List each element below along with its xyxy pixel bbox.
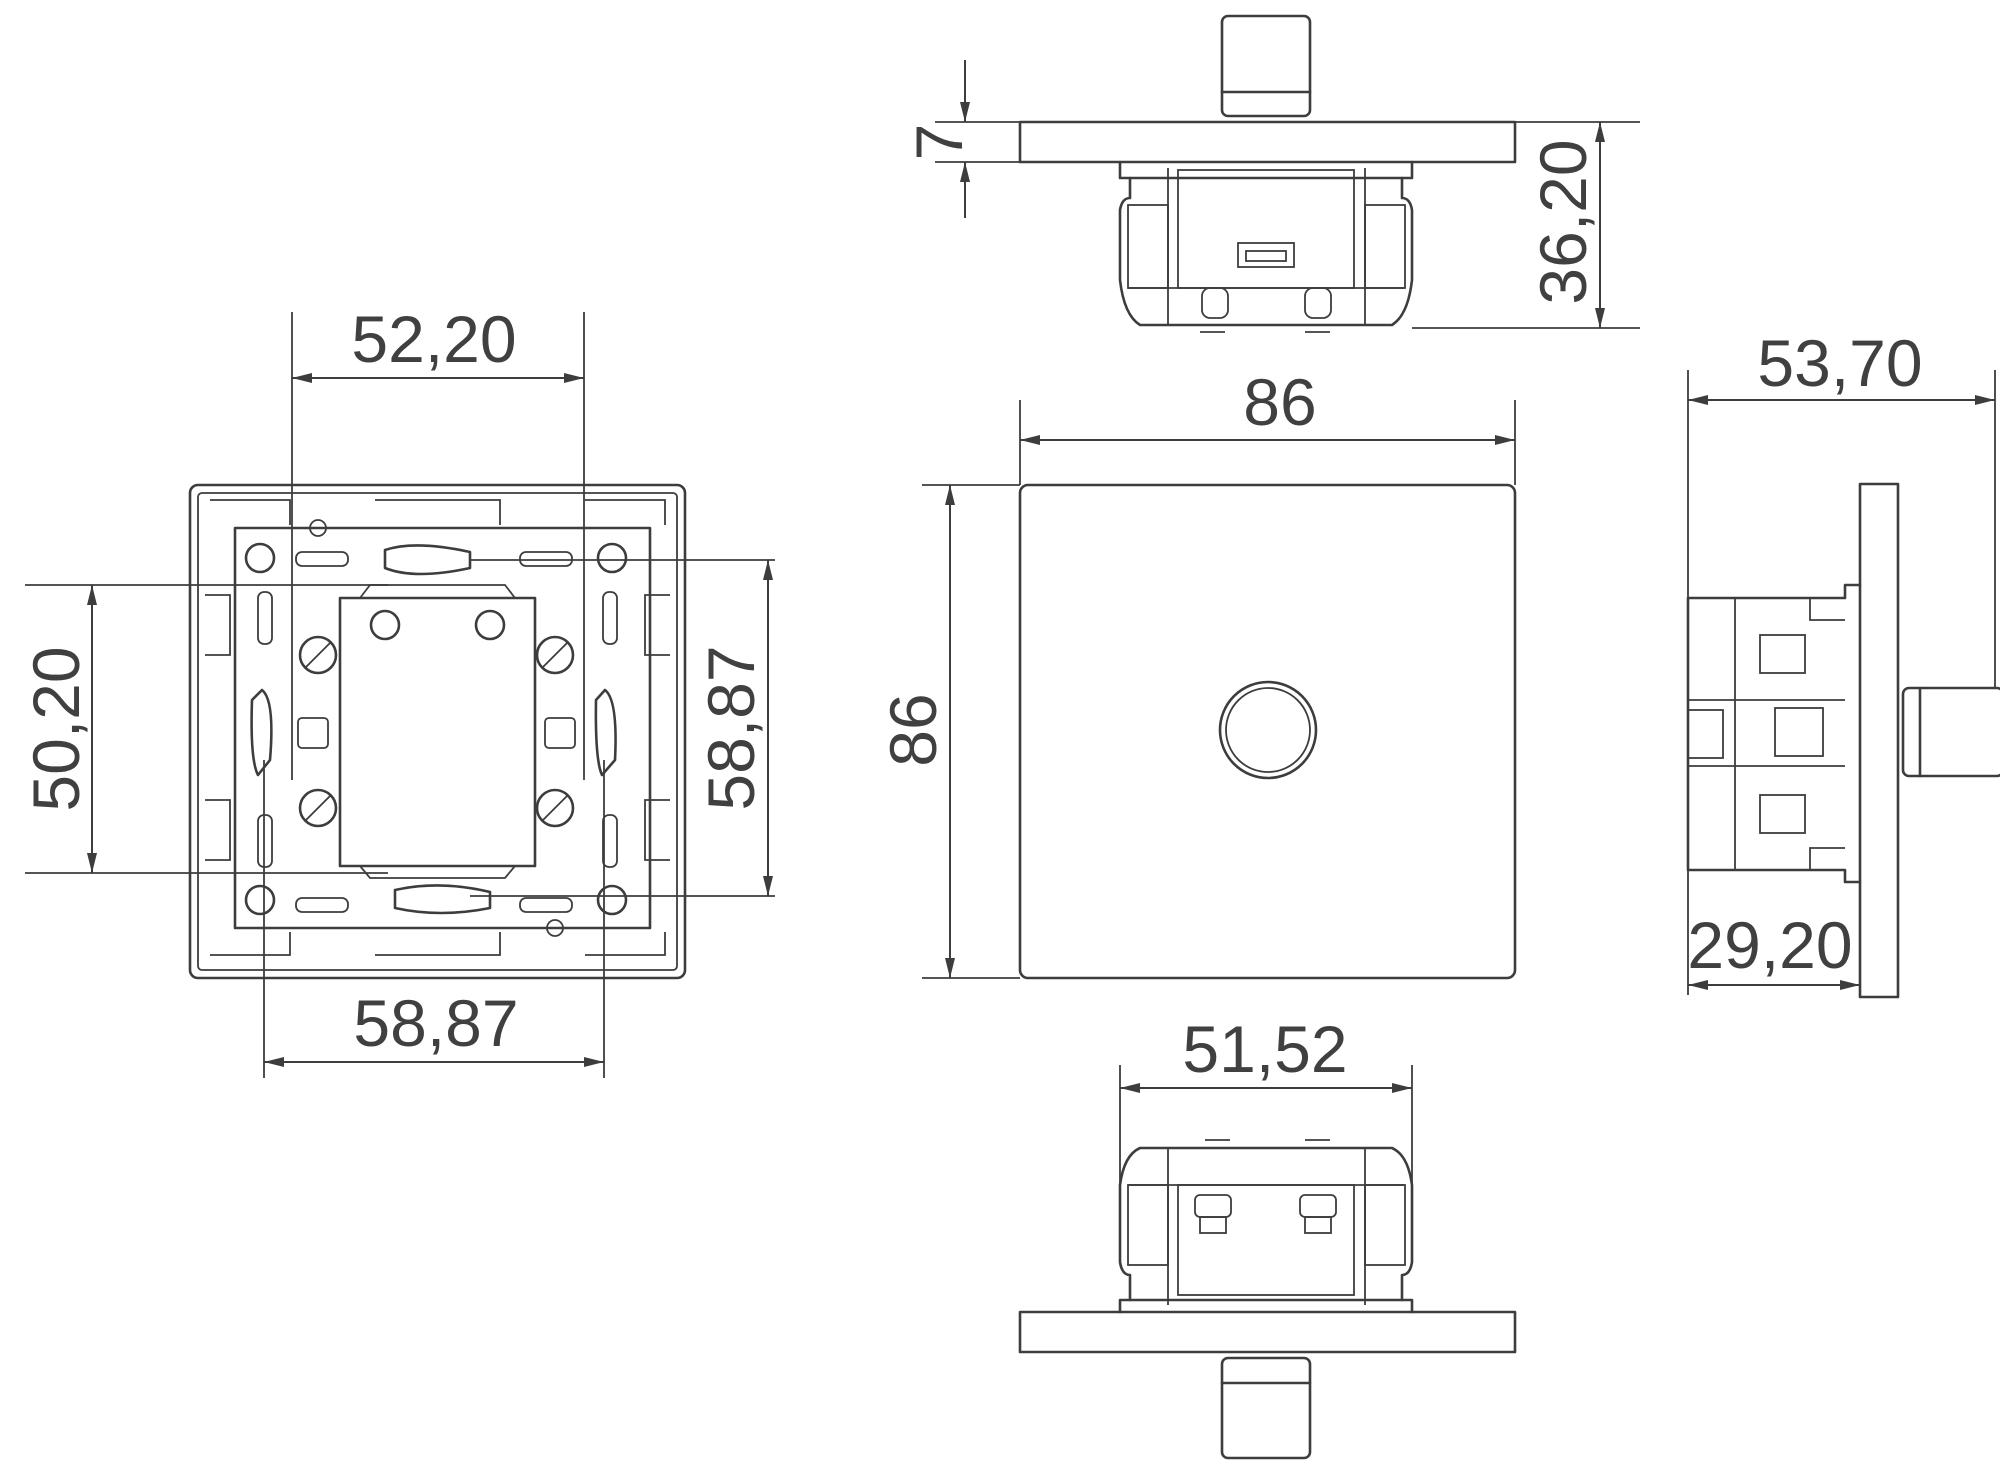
dim-front-width: 86: [1019, 365, 1516, 485]
dim-bottom-body-width-label: 51,52: [1182, 1012, 1347, 1086]
dim-bottom-body-width: 51,52: [1119, 1012, 1413, 1262]
dim-rear-fixing-height: 50,20: [19, 584, 388, 874]
fixing-hole-icon: [244, 884, 276, 916]
terminal-screw-icon: [535, 788, 575, 828]
dim-top-depth-label: 36,20: [1526, 139, 1600, 304]
terminal-screw-icon: [535, 635, 575, 675]
dim-rear-fixing-width: 52,20: [291, 302, 585, 780]
bottom-view: [1018, 1139, 1517, 1460]
fixing-hole-icon: [244, 542, 276, 574]
terminal-screw-icon: [298, 635, 338, 675]
top-view: [1018, 14, 1517, 333]
dim-front-width-label: 86: [1243, 365, 1316, 439]
dim-top-thickness-label: 7: [902, 124, 976, 161]
dim-side-body-label: 29,20: [1687, 908, 1852, 982]
dim-top-depth: 36,20: [1412, 121, 1640, 329]
dim-rear-mech-height: 58,87: [470, 559, 775, 897]
dim-side-total-label: 53,70: [1757, 326, 1922, 400]
dim-front-height-label: 86: [876, 693, 950, 766]
dim-rear-fixing-height-label: 50,20: [19, 646, 93, 811]
dim-rear-mech-height-label: 58,87: [694, 645, 768, 810]
dim-rear-fixing-width-label: 52,20: [351, 302, 516, 376]
dim-side-body: 29,20: [1687, 870, 1860, 995]
dim-front-height: 86: [876, 484, 1020, 979]
dim-top-thickness: 7: [902, 60, 1020, 218]
dim-rear-mech-width: 58,87: [263, 760, 605, 1078]
dim-rear-mech-width-label: 58,87: [353, 986, 518, 1060]
dim-side-total: 53,70: [1687, 326, 1996, 688]
side-view: [1686, 482, 2000, 999]
fixing-hole-icon: [596, 884, 628, 916]
terminal-screw-icon: [298, 788, 338, 828]
fixing-hole-icon: [596, 542, 628, 574]
rear-view: [188, 483, 687, 980]
front-view: [1018, 483, 1517, 980]
knob-icon: [1218, 680, 1318, 780]
